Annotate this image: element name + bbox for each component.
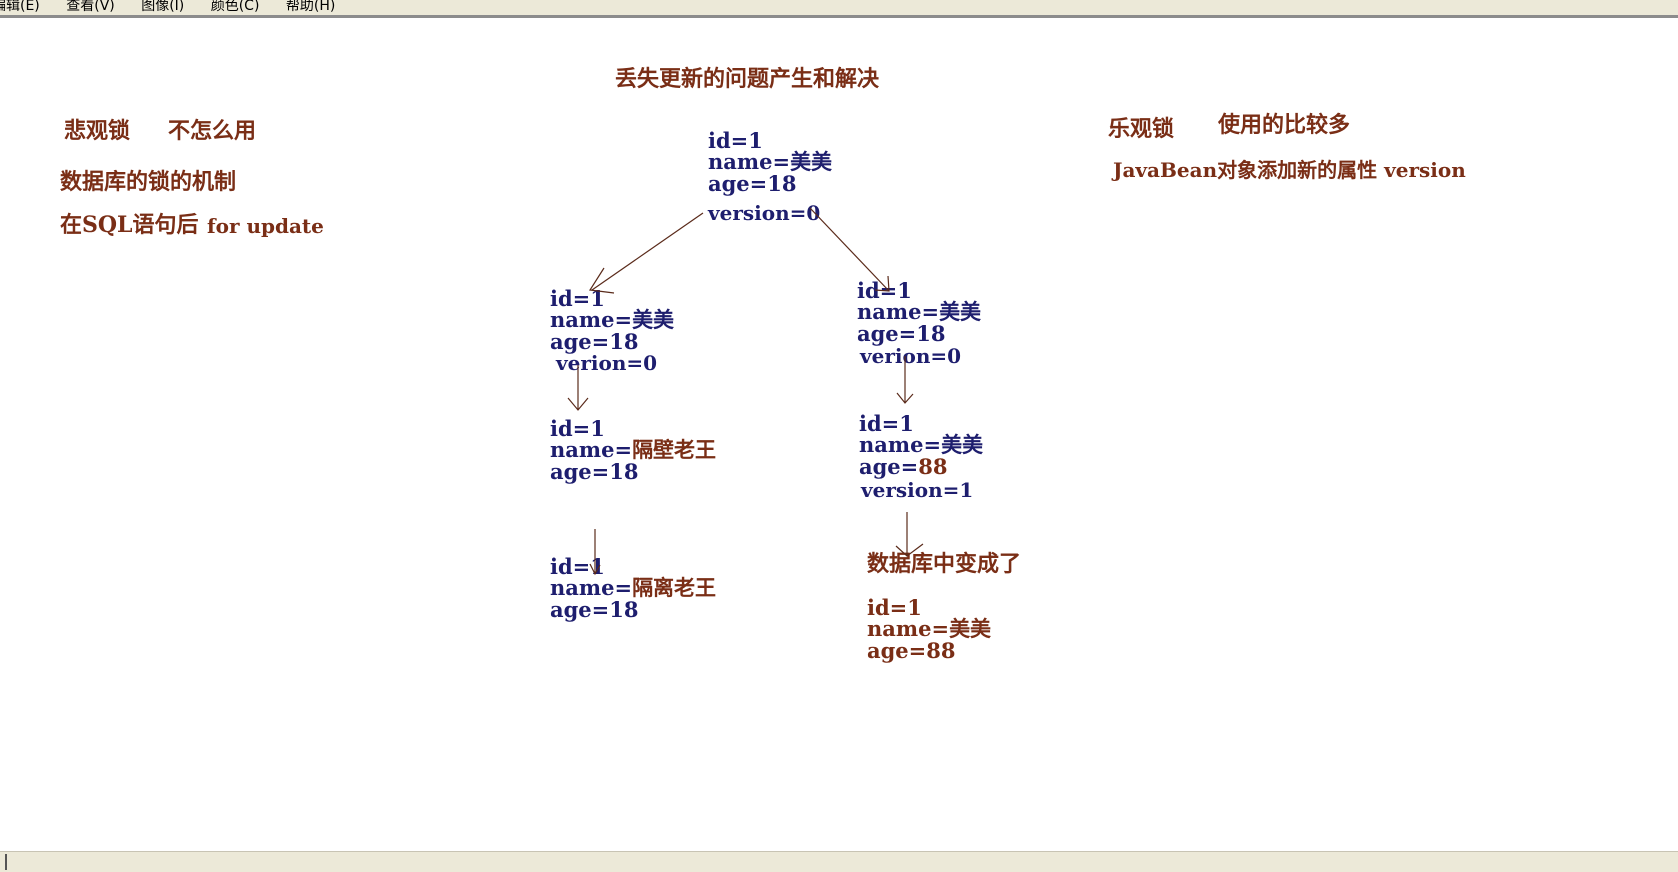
left-copy-version: verion=0 (556, 351, 658, 375)
sql-for-update: for update (207, 214, 324, 238)
left-result-name: name=隔离老王 (550, 577, 716, 599)
right-result-name: name=美美 (867, 618, 991, 639)
menu-separator (0, 15, 1678, 18)
pessimistic-lock-label: 悲观锁 (64, 118, 131, 144)
left-mod-name: name=隔壁老王 (550, 439, 716, 461)
menu-edit[interactable]: 编辑(E) (0, 0, 40, 14)
menu-items: 编辑(E) 查看(V) 图像(I) 颜色(C) 帮助(H) (0, 0, 357, 15)
left-copy-name-value: 美美 (632, 307, 675, 332)
left-mod-age: age=18 (550, 459, 639, 484)
sql-prefix: 在SQL语句后 (60, 212, 199, 238)
right-result-age: age=88 (867, 638, 956, 663)
right-mod-id: id=1 (859, 411, 914, 436)
pessimistic-lock-note: 不怎么用 (168, 118, 257, 144)
right-copy-name-key: name= (857, 299, 940, 324)
menu-help[interactable]: 帮助(H) (285, 0, 336, 14)
menu-image[interactable]: 图像(I) (141, 0, 185, 14)
root-version: version=0 (708, 201, 821, 225)
left-copy-name: name=美美 (550, 309, 674, 330)
arrow-right-2-head (895, 543, 924, 557)
left-mod-name-key: name= (550, 437, 633, 462)
arrow-layer (567, 207, 924, 576)
arrow-root-right (809, 207, 890, 292)
javabean-version-word: version (1384, 158, 1466, 182)
root-name-value: 美美 (790, 149, 833, 174)
menu-bar: 编辑(E) 查看(V) 图像(I) 颜色(C) 帮助(H) (0, 0, 1678, 16)
diagram-title: 丢失更新的问题产生和解决 (615, 66, 880, 92)
left-result-age: age=18 (550, 597, 639, 622)
menu-colors[interactable]: 颜色(C) (210, 0, 260, 14)
right-mod-name: name=美美 (859, 434, 983, 455)
right-result-id: id=1 (867, 595, 922, 620)
arrow-left-2-head (589, 563, 601, 576)
root-age: age=18 (708, 171, 797, 196)
db-became-label: 数据库中变成了 (867, 551, 1022, 577)
left-result-name-value: 隔离老王 (632, 575, 717, 600)
root-id: id=1 (708, 128, 763, 153)
left-result-id: id=1 (550, 554, 605, 579)
menu-view[interactable]: 查看(V) (66, 0, 115, 14)
javabean-text: JavaBean对象添加新的属性 (1113, 158, 1378, 182)
db-lock-mechanism: 数据库的锁的机制 (60, 169, 237, 195)
right-copy-age: age=18 (857, 321, 946, 346)
arrow-root-left-head (588, 267, 615, 294)
arrow-left-1-head (567, 397, 589, 411)
right-mod-age-value: 88 (918, 454, 948, 479)
right-copy-version: verion=0 (860, 344, 962, 368)
left-copy-name-key: name= (550, 307, 633, 332)
right-mod-age: age=88 (859, 456, 947, 478)
left-mod-name-value: 隔壁老王 (632, 437, 717, 462)
left-result-name-key: name= (550, 575, 633, 600)
right-copy-name-value: 美美 (939, 299, 982, 324)
javabean-note: JavaBean对象添加新的属性 version (1113, 160, 1466, 180)
arrow-root-left (591, 212, 704, 291)
right-copy-name: name=美美 (857, 301, 981, 322)
right-result-name-key: name= (867, 616, 950, 641)
right-mod-age-key: age= (859, 454, 919, 479)
right-result-name-value: 美美 (949, 616, 992, 641)
right-mod-name-key: name= (859, 432, 942, 457)
optimistic-lock-label: 乐观锁 (1108, 116, 1175, 142)
root-name-key: name= (708, 149, 791, 174)
left-mod-id: id=1 (550, 416, 605, 441)
arrow-right-1-head (896, 392, 914, 404)
status-bar (0, 851, 1678, 872)
right-mod-name-value: 美美 (941, 432, 984, 457)
left-copy-age: age=18 (550, 329, 639, 354)
root-name: name=美美 (708, 151, 832, 172)
arrow-root-right-head (874, 275, 890, 292)
status-grip (5, 854, 7, 870)
left-copy-id: id=1 (550, 286, 605, 311)
right-mod-version: version=1 (861, 478, 974, 502)
optimistic-lock-note: 使用的比较多 (1218, 112, 1351, 138)
drawing-canvas[interactable]: 丢失更新的问题产生和解决 悲观锁 不怎么用 数据库的锁的机制 在SQL语句后 f… (0, 18, 1678, 851)
